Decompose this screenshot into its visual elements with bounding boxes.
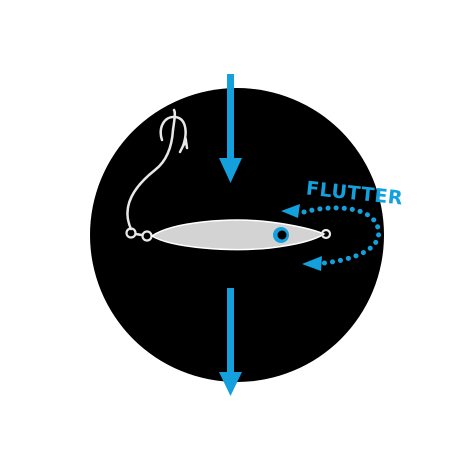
flutter-arrowhead-bottom <box>302 256 322 271</box>
down-arrow-icon <box>219 74 242 183</box>
curved-dotted-arrow-icon <box>301 205 382 267</box>
flutter-arrowhead-top <box>281 204 300 218</box>
down-arrow-icon <box>219 288 242 396</box>
lure-eye <box>273 227 289 243</box>
